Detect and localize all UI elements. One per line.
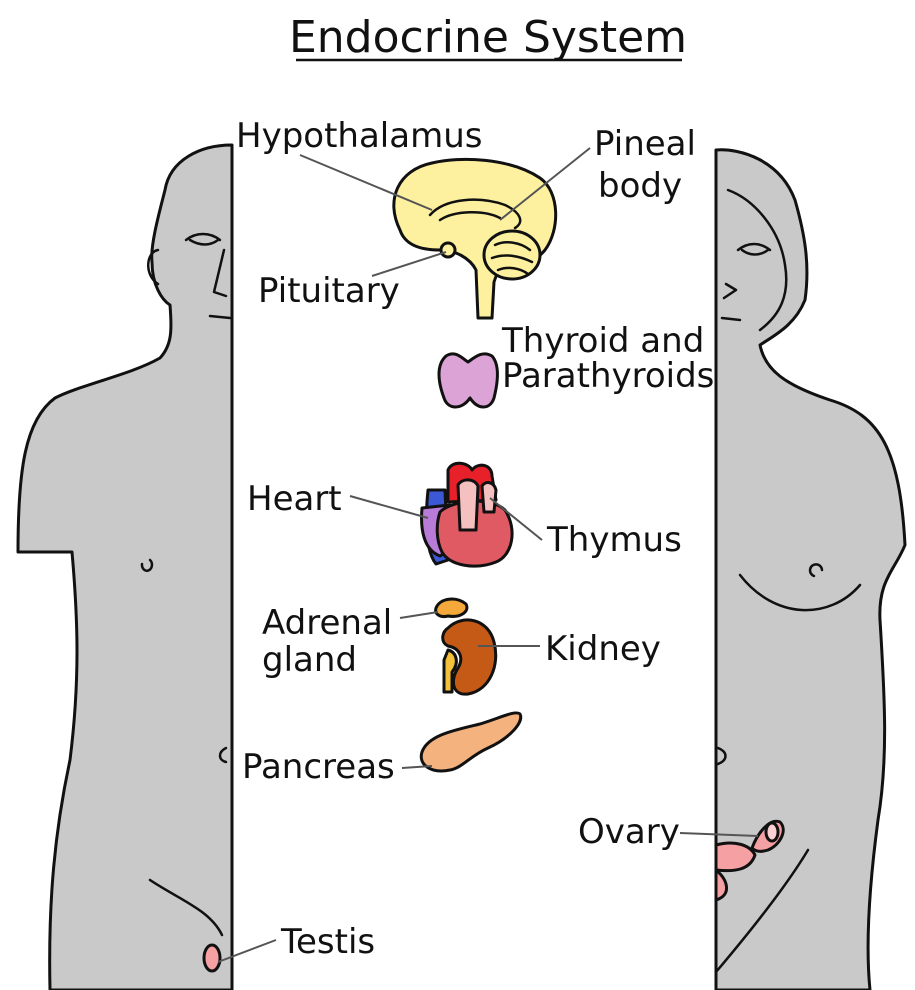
label-pituitary: Pituitary (258, 271, 400, 311)
label-kidney: Kidney (545, 629, 661, 669)
label-gland: gland (262, 640, 357, 680)
label-parathyroids: Parathyroids (502, 356, 714, 396)
label-testis: Testis (280, 922, 375, 962)
label-heart: Heart (247, 479, 342, 519)
heart-icon (422, 463, 513, 566)
label-pineal-body: body (598, 166, 682, 206)
pancreas-icon (421, 713, 520, 771)
male-figure (18, 145, 232, 990)
diagram-title: Endocrine System (289, 12, 687, 63)
label-adrenal: Adrenal (262, 603, 392, 643)
label-thyroid: Thyroid and (501, 321, 704, 361)
label-hypothalamus: Hypothalamus (236, 116, 482, 156)
label-pancreas: Pancreas (242, 747, 395, 787)
adrenal-gland-icon (436, 599, 467, 616)
label-ovary: Ovary (578, 812, 680, 852)
leader-adrenal (400, 612, 438, 618)
pituitary-icon (441, 243, 455, 257)
label-pineal: Pineal (594, 124, 696, 164)
testis-icon (204, 945, 220, 971)
thyroid-icon (439, 354, 498, 407)
label-thymus: Thymus (546, 520, 682, 560)
leader-heart (350, 496, 428, 518)
brain-icon (394, 159, 556, 318)
